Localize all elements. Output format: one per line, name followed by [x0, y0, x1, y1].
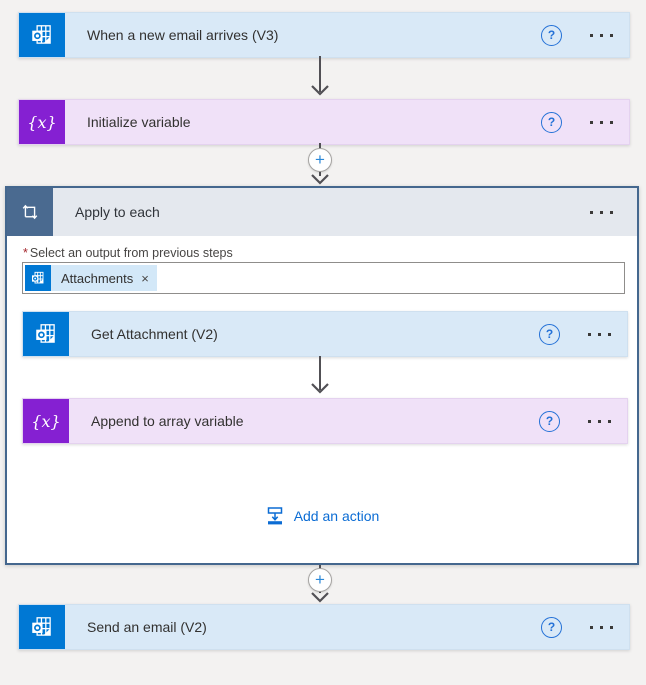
variable-icon: {x} [23, 399, 69, 443]
help-icon[interactable]: ? [541, 24, 562, 46]
plus-icon: + [315, 570, 325, 589]
token-label: Attachments [61, 270, 134, 286]
card-append-to-array-variable[interactable]: {x} Append to array variable ? [22, 398, 628, 444]
more-options-button[interactable] [590, 30, 613, 41]
help-icon[interactable]: ? [539, 410, 560, 432]
insert-step-button[interactable]: + [308, 568, 332, 592]
more-options-button[interactable] [588, 329, 611, 340]
card-initialize-variable[interactable]: {x} Initialize variable ? [18, 99, 630, 145]
card-get-attachment[interactable]: Get Attachment (V2) ? [22, 311, 628, 357]
field-label: *Select an output from previous steps [23, 246, 233, 260]
insert-step-button[interactable]: + [308, 148, 332, 172]
card-title: When a new email arrives (V3) [87, 27, 279, 43]
help-icon[interactable]: ? [541, 111, 562, 133]
more-options-button[interactable] [590, 117, 613, 128]
card-title: Append to array variable [91, 413, 244, 429]
attachments-token: Attachments × [25, 265, 157, 291]
help-icon[interactable]: ? [541, 616, 562, 638]
arrow-down-icon [311, 592, 329, 603]
arrow-down-icon [311, 383, 329, 394]
add-an-action-label: Add an action [293, 508, 380, 524]
variable-icon: {x} [19, 100, 65, 144]
outlook-icon [19, 605, 65, 649]
outlook-icon [19, 13, 65, 57]
more-options-button[interactable] [588, 416, 611, 427]
add-action-icon [267, 507, 282, 525]
outlook-icon [25, 265, 51, 291]
card-title: Get Attachment (V2) [91, 326, 218, 342]
more-options-button[interactable] [590, 622, 613, 633]
outlook-icon [23, 312, 69, 356]
output-select-input[interactable]: Attachments × [22, 262, 625, 294]
arrow-down-icon [311, 174, 329, 185]
scope-more-options-button[interactable] [590, 188, 613, 236]
scope-header-apply-to-each[interactable]: Apply to each [7, 188, 637, 236]
required-marker: * [23, 246, 28, 260]
plus-icon: + [315, 150, 325, 169]
connector-line [319, 356, 321, 390]
card-when-a-new-email-arrives[interactable]: When a new email arrives (V3) ? [18, 12, 630, 58]
card-title: Send an email (V2) [87, 619, 207, 635]
add-an-action-button[interactable]: Add an action [7, 506, 637, 526]
arrow-down-icon [311, 85, 329, 96]
connector-line [319, 56, 321, 92]
apply-to-each-loop-icon [7, 188, 53, 236]
card-send-an-email[interactable]: Send an email (V2) ? [18, 604, 630, 650]
scope-title: Apply to each [75, 204, 160, 220]
token-remove-icon[interactable]: × [141, 270, 149, 286]
scope-apply-to-each: Apply to each *Select an output from pre… [5, 186, 639, 565]
card-title: Initialize variable [87, 114, 191, 130]
help-icon[interactable]: ? [539, 323, 560, 345]
